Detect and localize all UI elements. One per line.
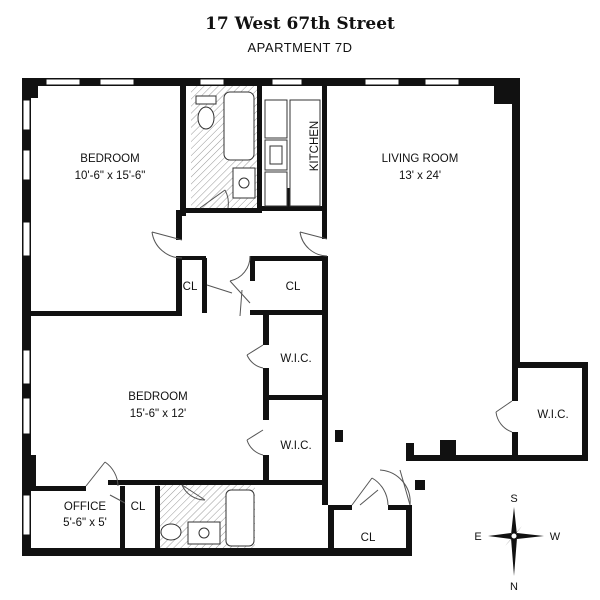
bathroom-2-fixtures	[160, 489, 255, 547]
closet-b-label: CL	[286, 281, 301, 293]
wall-entry-top-right	[388, 505, 412, 510]
wall-wic-left-top	[263, 315, 269, 345]
wall-wic-mid	[263, 395, 328, 400]
wall-annex-left-low	[512, 432, 518, 458]
building-address-title: 17 West 67th Street	[205, 14, 395, 34]
wall-closet-b-right	[322, 256, 328, 315]
compass-east-arrow	[488, 533, 511, 539]
wall-bedroom1-bottom	[31, 311, 181, 316]
wic-2-label: W.I.C.	[280, 440, 311, 452]
wic-living-label: W.I.C.	[537, 409, 568, 421]
wall-step-1	[406, 443, 414, 461]
kitchen-label: KITCHEN	[309, 121, 321, 171]
column-3	[494, 78, 520, 104]
wall-wic-right	[322, 315, 328, 505]
wic-1-label: W.I.C.	[280, 353, 311, 365]
wall-entry-stub	[335, 430, 343, 442]
wall-office-top	[31, 486, 86, 491]
wall-office-right	[120, 486, 125, 548]
compass-west-arrow	[517, 533, 544, 539]
wall-bedroom2-bottom	[108, 480, 268, 485]
compass-e-label: E	[474, 531, 481, 543]
wall-entry-mark	[415, 480, 425, 490]
living-room-label: LIVING ROOM	[382, 153, 459, 165]
closet-entry-label: CL	[361, 532, 376, 544]
wall-entry-bottom	[328, 548, 412, 556]
wall-entry-top	[328, 505, 352, 510]
door-swings	[85, 189, 513, 506]
bedroom-2-dims: 15'-6" x 12'	[130, 408, 186, 420]
wall-wic-left-low	[263, 455, 269, 485]
closet-a-label: CL	[183, 281, 198, 293]
office-label: OFFICE	[64, 501, 106, 513]
wall-entry-right	[406, 510, 412, 556]
wall-closet-b-left	[250, 256, 255, 281]
wall-bath-bottom	[180, 208, 260, 213]
wall-office-closet-right	[155, 486, 160, 548]
bedroom-1-dims: 10'-6" x 15'-6"	[75, 170, 146, 182]
wall-wic-left-mid	[263, 368, 269, 420]
wall-closet-a-right	[202, 258, 207, 313]
wall-annex-right	[582, 362, 588, 460]
kitchen-fixtures	[264, 99, 321, 207]
wall-wic-bottom	[263, 480, 328, 485]
column-2	[22, 455, 36, 490]
wall-closet-b-bottom	[250, 310, 328, 315]
closet-office-label: CL	[131, 501, 146, 513]
compass-w-label: W	[550, 531, 561, 543]
compass-south-arrow	[511, 507, 517, 535]
wall-kitchen-bottom	[262, 206, 327, 211]
living-room-dims: 13' x 24'	[399, 170, 441, 182]
wall-bedroom1-right	[180, 86, 186, 216]
wall-hall-right	[322, 211, 327, 239]
wall-closet-a-top	[176, 256, 206, 260]
wall-left	[22, 78, 31, 556]
bedroom-1-label: BEDROOM	[80, 153, 139, 165]
wall-top	[22, 78, 520, 86]
wall-step-2	[328, 505, 334, 556]
wall-annex-top	[512, 362, 588, 368]
compass-s-label: S	[510, 493, 517, 505]
windows	[22, 78, 460, 536]
compass-n-label: N	[510, 581, 518, 593]
wall-hall-left	[176, 210, 182, 240]
column-5	[440, 440, 456, 458]
column-1	[22, 78, 38, 98]
office-dims: 5'-6" x 5'	[63, 517, 107, 529]
apartment-subtitle: APARTMENT 7D	[247, 40, 353, 55]
compass-rose: S N E W	[474, 493, 560, 593]
wall-annex-left	[512, 366, 518, 401]
wall-bedroom1-bottom-2	[176, 258, 182, 316]
wall-bottom-mid	[255, 548, 330, 556]
compass-north-arrow	[511, 538, 517, 576]
wall-annex-bottom	[412, 455, 588, 461]
wall-closet-b-top	[250, 256, 328, 261]
wall-bath-kitchen	[257, 86, 262, 213]
wall-bottom-left	[22, 548, 257, 556]
wall-kitchen-right	[322, 86, 327, 211]
wall-right	[512, 78, 520, 366]
bedroom-2-label: BEDROOM	[128, 391, 187, 403]
bathroom-1-fixtures	[195, 91, 256, 199]
